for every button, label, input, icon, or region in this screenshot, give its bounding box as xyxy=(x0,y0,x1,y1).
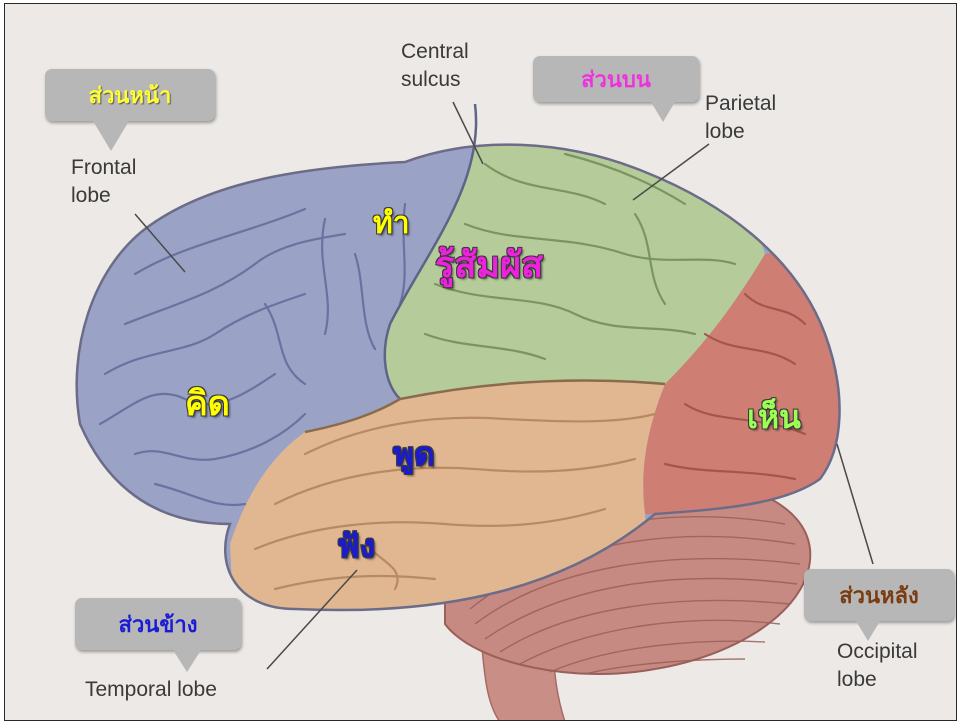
function-hear: ฟัง xyxy=(337,521,375,572)
callout-top: ส่วนบน xyxy=(533,56,699,102)
callout-back: ส่วนหลัง xyxy=(804,569,954,621)
function-sense: รู้สัมผัส xyxy=(435,236,543,293)
function-do: ทำ xyxy=(373,200,410,247)
function-speak: พูด xyxy=(393,429,435,480)
temporal-lobe-label: Temporal lobe xyxy=(85,676,217,704)
frontal-lobe-label: Frontal lobe xyxy=(71,154,136,210)
callout-back-text: ส่วนหลัง xyxy=(839,578,919,613)
diagram-frame: Central sulcus Parietal lobe Frontal lob… xyxy=(4,3,957,721)
callout-front-text: ส่วนหน้า xyxy=(89,78,172,113)
callout-side-text: ส่วนข้าง xyxy=(119,607,198,642)
occipital-lobe-label: Occipital lobe xyxy=(837,638,918,694)
callout-side: ส่วนข้าง xyxy=(75,598,241,650)
central-sulcus-label: Central sulcus xyxy=(401,38,469,94)
function-think: คิด xyxy=(185,376,230,430)
parietal-lobe-label: Parietal lobe xyxy=(705,90,776,146)
callout-top-text: ส่วนบน xyxy=(581,62,651,97)
callout-front: ส่วนหน้า xyxy=(45,69,215,121)
function-see: เห็น xyxy=(747,392,801,443)
